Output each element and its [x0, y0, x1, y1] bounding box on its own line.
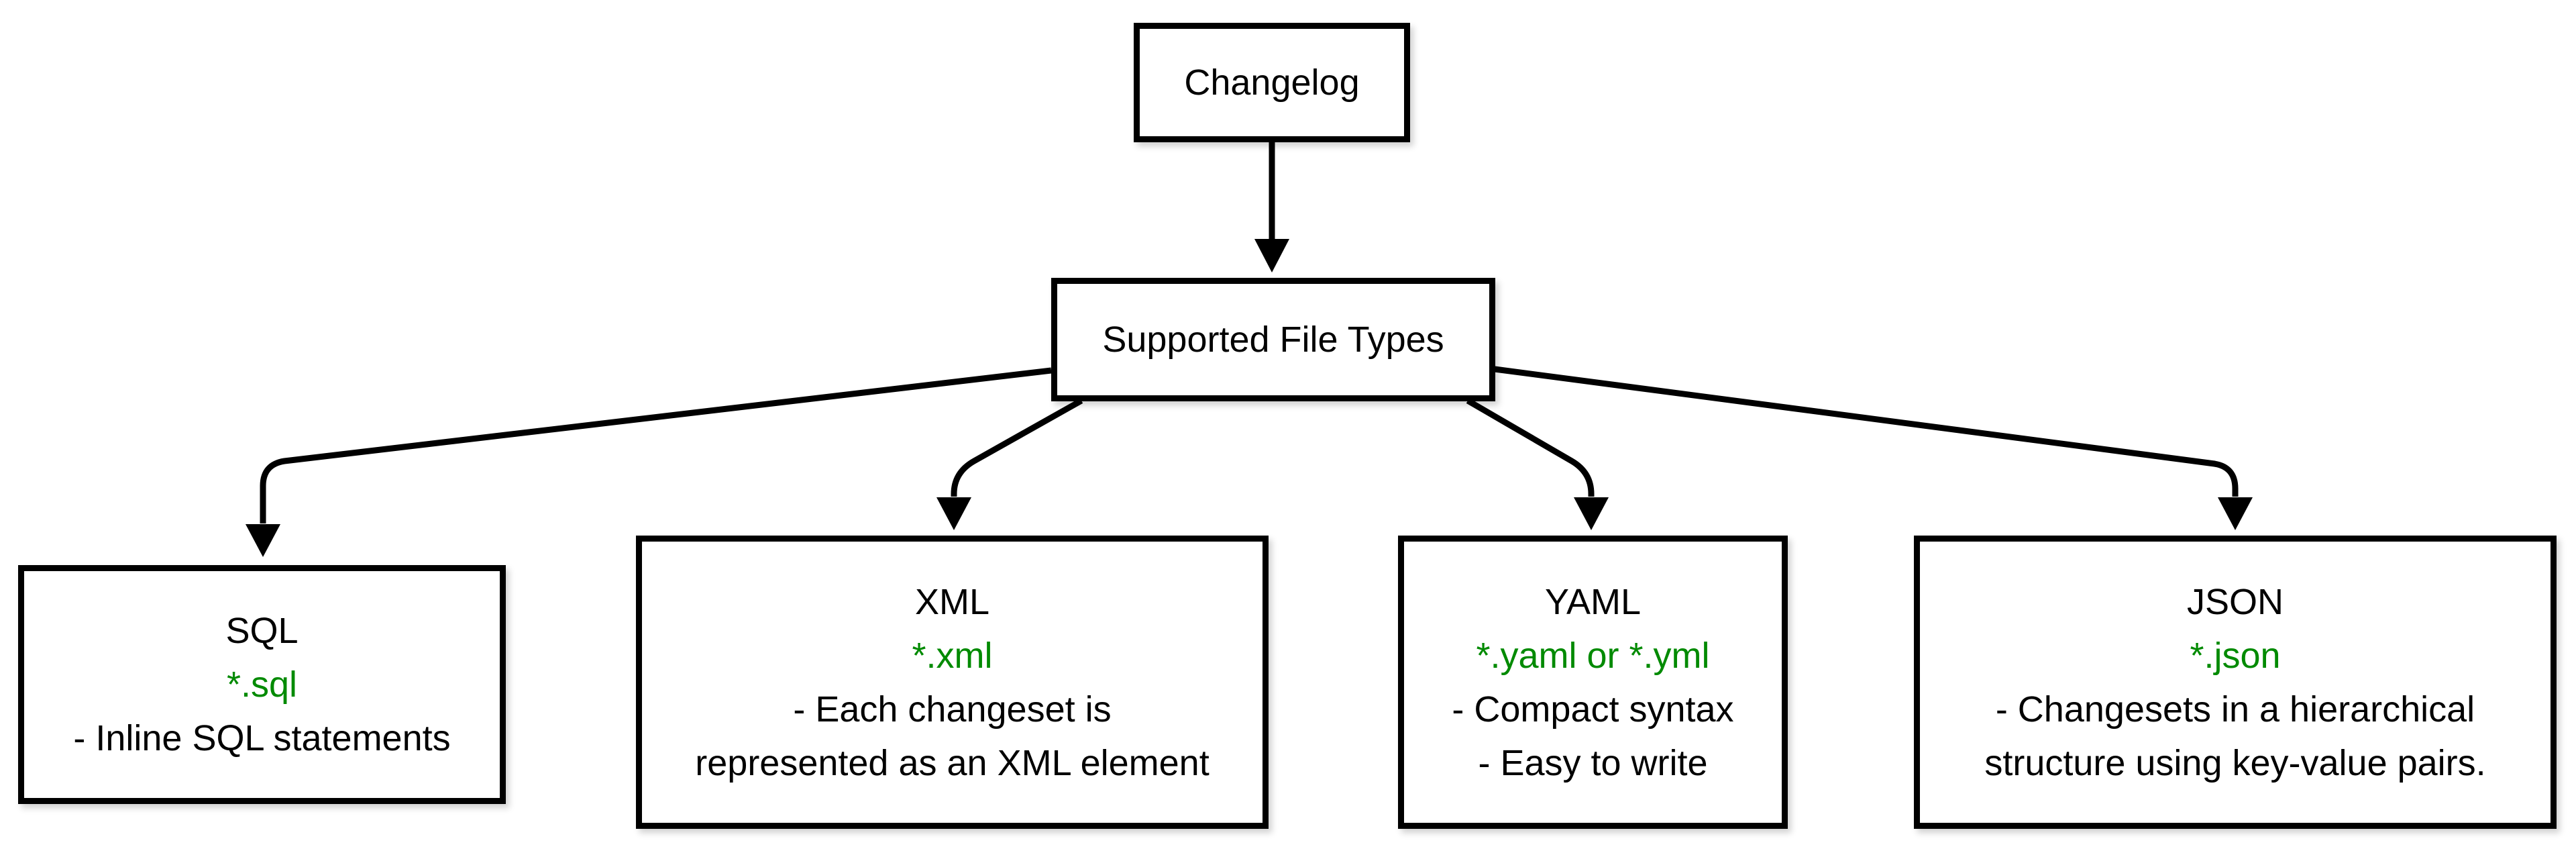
arrowhead-yaml	[1574, 497, 1609, 530]
file-type-description-line: - Easy to write	[1478, 742, 1708, 783]
arrowhead-sql	[246, 524, 280, 557]
arrowhead-xml	[936, 497, 971, 530]
file-type-extension: *.yaml or *.yml	[1476, 635, 1710, 676]
file-type-description-line: structure using key-value pairs.	[1984, 742, 2486, 783]
arrowhead-json	[2218, 497, 2253, 530]
file-type-extension: *.xml	[912, 635, 993, 676]
node-yaml: YAML *.yaml or *.yml - Compact syntax - …	[1398, 536, 1788, 829]
file-type-name: YAML	[1544, 581, 1642, 622]
file-type-description-line: - Inline SQL statements	[73, 718, 451, 758]
file-type-name: XML	[914, 581, 990, 622]
node-sql: SQL *.sql - Inline SQL statements	[18, 565, 506, 804]
file-type-description-line: - Changesets in a hierarchical	[1995, 689, 2475, 730]
connector-supported-to-sql	[260, 367, 1052, 523]
file-type-name: SQL	[225, 611, 299, 651]
file-type-extension: *.sql	[226, 664, 298, 705]
connector-supported-to-yaml	[1466, 398, 1595, 497]
file-type-description-line: - Each changeset is	[793, 689, 1112, 730]
connector-supported-to-json	[1494, 366, 2239, 497]
node-supported-file-types: Supported File Types	[1051, 278, 1495, 401]
node-supported-file-types-label: Supported File Types	[1102, 319, 1444, 360]
file-type-extension: *.json	[2190, 635, 2281, 676]
file-type-description-line: - Compact syntax	[1452, 689, 1734, 730]
node-changelog-label: Changelog	[1184, 62, 1360, 103]
node-json: JSON *.json - Changesets in a hierarchic…	[1914, 536, 2557, 829]
node-xml: XML *.xml - Each changeset is represente…	[636, 536, 1269, 829]
node-changelog: Changelog	[1134, 23, 1410, 142]
connector-supported-to-xml	[951, 398, 1083, 497]
arrowhead-supported	[1254, 239, 1289, 272]
file-type-name: JSON	[2186, 581, 2284, 622]
file-type-description-line: represented as an XML element	[695, 742, 1210, 783]
